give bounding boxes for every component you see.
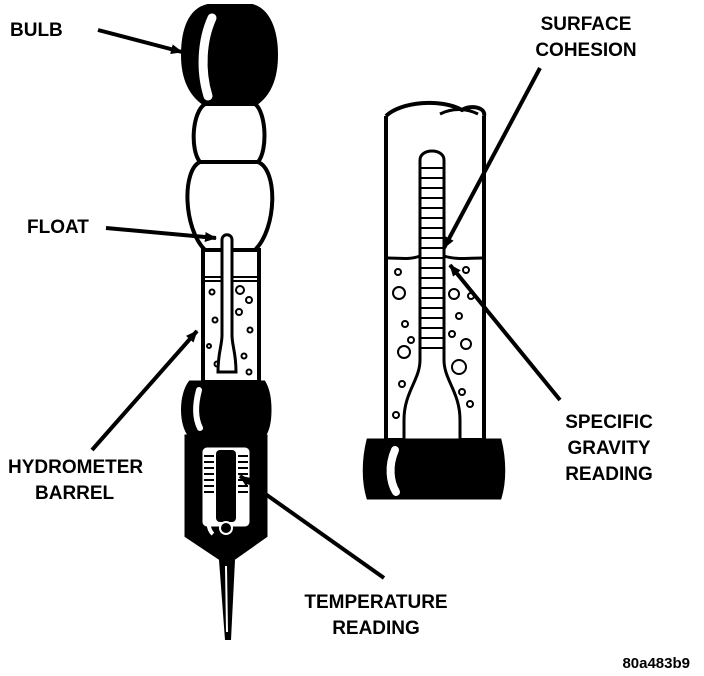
leader-arrows bbox=[90, 28, 562, 580]
figure-id: 80a483b9 bbox=[622, 655, 690, 672]
hydrometer-barrel-label-line2: BARREL bbox=[35, 483, 115, 504]
bulb-neck bbox=[185, 102, 275, 252]
bulb bbox=[180, 3, 279, 106]
float bbox=[216, 233, 238, 374]
barrel-arrow bbox=[90, 329, 199, 452]
float-label: FLOAT bbox=[27, 217, 89, 238]
magnified-barrel-view bbox=[362, 100, 506, 500]
barrel-collar bbox=[181, 380, 272, 438]
magnified-collar bbox=[362, 438, 506, 500]
magnified-float bbox=[402, 149, 462, 442]
specific-gravity-arrow bbox=[448, 263, 562, 402]
surface-cohesion-label-line1: SURFACE bbox=[541, 14, 632, 35]
surface-cohesion-arrow bbox=[442, 67, 542, 249]
thermometer-housing bbox=[184, 434, 268, 562]
hydrometer-illustration bbox=[180, 3, 279, 640]
specific-gravity-label-line3: READING bbox=[565, 464, 653, 485]
temperature-reading-label-line2: READING bbox=[332, 618, 420, 639]
bulb-label: BULB bbox=[10, 20, 63, 41]
surface-cohesion-label-line2: COHESION bbox=[535, 40, 636, 61]
gravity-scale bbox=[420, 167, 444, 349]
specific-gravity-label-line2: GRAVITY bbox=[567, 438, 650, 459]
hydrometer-barrel-label-line1: HYDROMETER bbox=[8, 457, 143, 478]
float-arrow bbox=[105, 226, 217, 242]
specific-gravity-label-line1: SPECIFIC bbox=[565, 412, 653, 433]
temperature-arrow bbox=[238, 474, 386, 580]
temperature-reading-label-line1: TEMPERATURE bbox=[304, 592, 447, 613]
pickup-tube bbox=[219, 560, 235, 640]
bulb-arrow bbox=[97, 28, 183, 55]
